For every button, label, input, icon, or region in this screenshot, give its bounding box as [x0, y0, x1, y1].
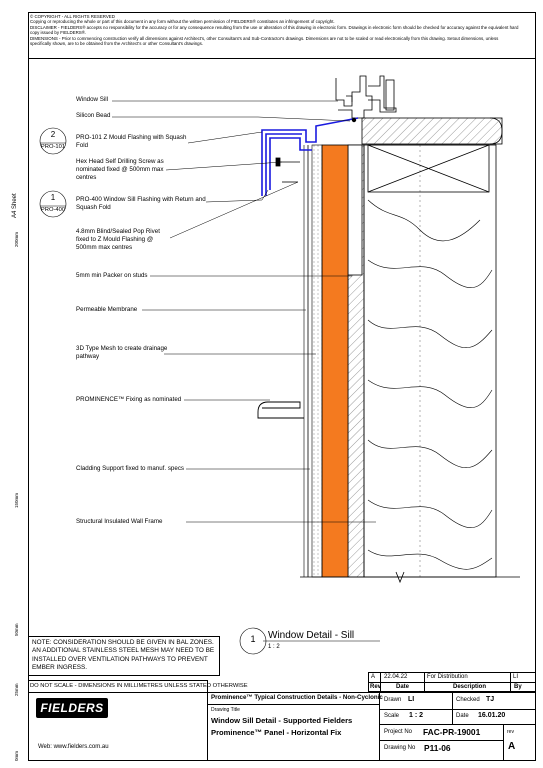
packer	[347, 144, 363, 276]
callout-pro400: PRO-400 Window Sill Flashing with Return…	[76, 196, 206, 211]
project-no-label: Project No	[384, 729, 413, 735]
date-label: Date	[456, 713, 469, 719]
callout-support: Cladding Support fixed to manuf. specs	[76, 465, 185, 472]
project-no-value: FAC-PR-19001	[423, 727, 481, 737]
website-text: Web: www.fielders.com.au	[38, 744, 109, 750]
title-block-center	[207, 692, 380, 761]
bal-note: NOTE: CONSIDERATION SHOULD BE GIVEN IN B…	[28, 636, 220, 676]
callout-membrane: Permeable Membrane	[76, 306, 138, 313]
callout-packer: 5mm min Packer on studs	[76, 272, 148, 279]
leader-lines	[112, 100, 376, 523]
disclaimer-line: DISCLAIMER - FIELDERS® accepts no respon…	[30, 24, 519, 36]
drawing-no-label: Drawing No	[384, 745, 416, 751]
dimensions-line: DIMENSIONS - Prior to commencing constru…	[30, 35, 499, 47]
drainage-mesh	[311, 144, 323, 578]
checked-label: Checked	[456, 697, 480, 703]
drawn-label: Drawn	[384, 697, 402, 703]
callout-pro101: PRO-101 Z Mould Flashing with Squash Fol…	[76, 134, 187, 149]
do-not-scale-note: DO NOT SCALE - DIMENSIONS IN MILLIMETRES…	[30, 683, 248, 689]
date-col-divider	[424, 672, 425, 692]
callout-silicon-bead: Silicon Bead	[76, 112, 111, 119]
detail-ref-code-pro400: PRO-400	[40, 207, 66, 213]
drawn-value: LI	[408, 696, 415, 703]
detail-ref-number-2: 2	[50, 130, 56, 139]
sill-trimmer	[367, 144, 490, 193]
title-block-right	[379, 692, 536, 761]
detail-ref-number-1: 1	[50, 193, 56, 202]
description-header: Description	[453, 684, 487, 690]
desc-col-divider	[510, 672, 511, 692]
rev-label: rev	[507, 729, 514, 735]
detail-ref-bubble-1	[39, 190, 67, 218]
view-number: 1	[250, 634, 256, 644]
date-header: Date	[396, 684, 410, 690]
callout-fixing: PROMINENCE™ Fixing as nominated	[76, 396, 182, 403]
sill-flashings	[261, 117, 359, 196]
scale-ruler	[10, 12, 29, 761]
rev-by-value: LI	[513, 674, 519, 680]
view-title-bubble	[239, 627, 380, 655]
by-header: By	[514, 684, 522, 690]
project-title: Prominence™ Typical Construction Details…	[211, 694, 383, 701]
drawing-no-value: P11-06	[424, 743, 451, 753]
insulation-panel	[321, 144, 349, 578]
callout-mesh: 3D Type Mesh to create drainage pathway	[76, 345, 168, 360]
callout-pop-rivet: 4.8mm Blind/Sealed Pop Rivet fixed to Z …	[76, 228, 160, 251]
window-sill-board	[361, 117, 503, 145]
do-not-scale-divider	[28, 692, 208, 693]
rev-header: Rev	[370, 684, 382, 690]
detail-ref-code-pro101: PRO-101	[40, 144, 66, 150]
drawing-title-line2: Prominence™ Panel - Horizontal Fix	[211, 728, 342, 737]
rev-current: A	[508, 741, 516, 752]
tb-row-divider-3	[379, 740, 503, 741]
callout-frame: Structural Insulated Wall Frame	[76, 518, 163, 525]
insulated-wall-frame	[363, 144, 497, 578]
scale-value: 1 : 2	[409, 712, 424, 719]
copyright-heading: © COPYRIGHT - ALL RIGHTS RESERVED	[30, 14, 115, 19]
cladding-support-bracket	[257, 401, 304, 419]
view-title: Window Detail - Sill	[268, 630, 355, 641]
callout-window-sill: Window Sill	[76, 96, 108, 103]
drawing-title-line1: Window Sill Detail - Supported Fielders	[211, 716, 353, 725]
date-value: 16.01.20	[478, 712, 506, 719]
project-divider	[207, 704, 380, 705]
tb-col-divider	[452, 692, 453, 724]
revision-divider	[368, 682, 536, 683]
callout-hex-screw: Hex Head Self Drilling Screw as nominate…	[76, 158, 164, 181]
rev-col-divider	[380, 672, 381, 692]
rev-value: A	[371, 674, 376, 680]
window-frame-profile	[335, 75, 397, 119]
copyright-line: Copying or reproducing the whole or part…	[30, 19, 335, 25]
header-divider	[28, 58, 536, 59]
detail-ref-bubble-2	[39, 127, 67, 155]
scale-label: Scale	[384, 713, 400, 719]
drawing-title-label: Drawing Title	[211, 707, 240, 713]
tb-row-divider-2	[379, 724, 536, 725]
checked-value: TJ	[486, 696, 495, 703]
rev-date-value: 22.04.22	[384, 674, 408, 680]
tb-row-divider-1	[379, 709, 536, 710]
silicon-bead-mark	[351, 117, 357, 123]
rev-description-value: For Distribution	[427, 674, 468, 680]
fielders-logo: FIELDERS	[36, 698, 108, 718]
tb-rev-divider	[503, 724, 504, 761]
view-scale: 1 : 2	[268, 644, 280, 650]
copyright-block: © COPYRIGHT - ALL RIGHTS RESERVED Copyin…	[30, 14, 520, 46]
